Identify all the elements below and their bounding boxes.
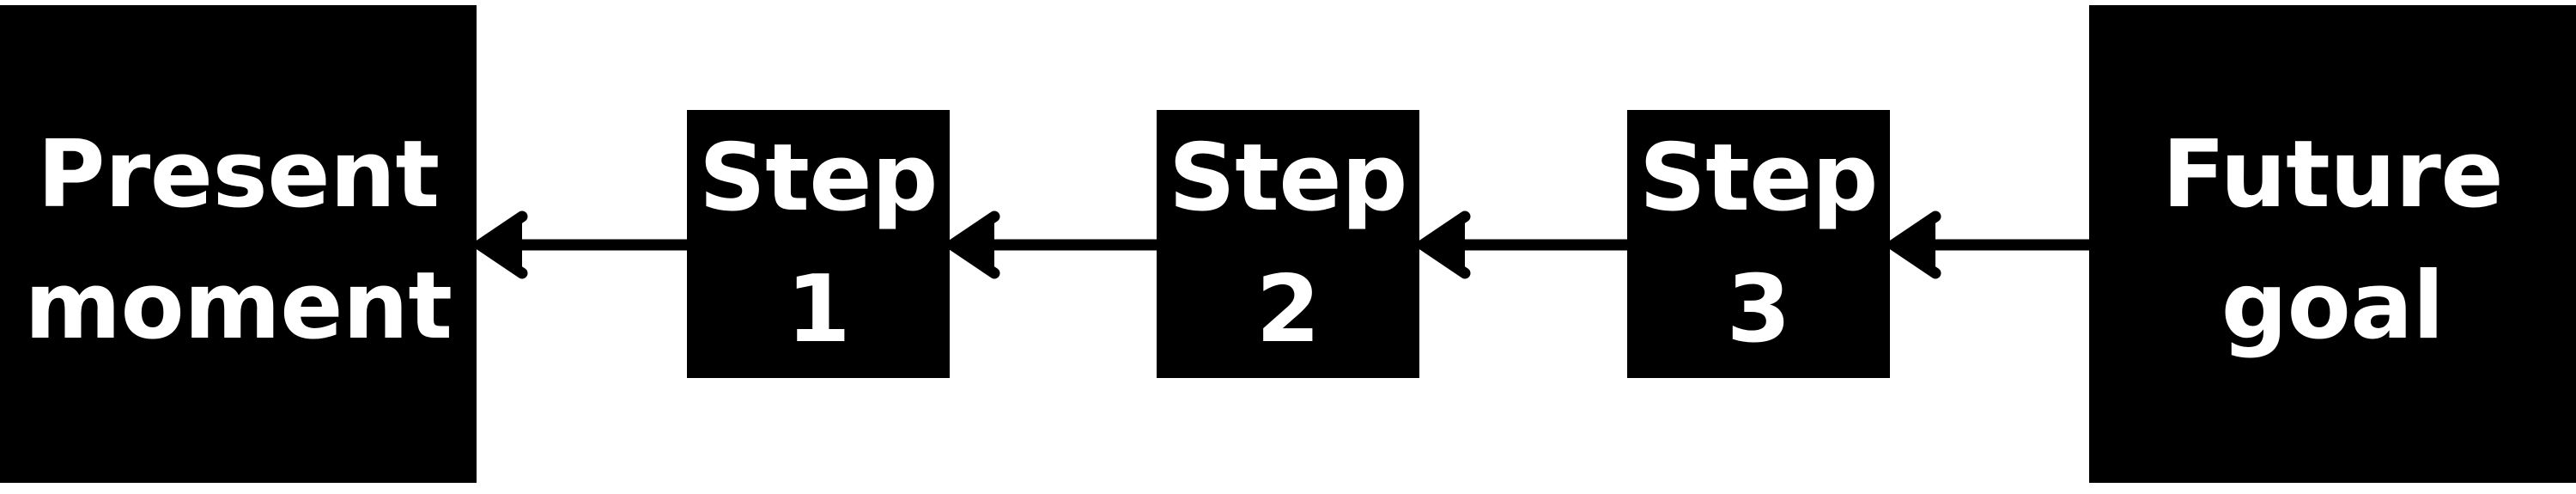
- node-present-moment[interactable]: Present moment: [0, 5, 477, 483]
- node-step-2-line2: 2: [1255, 256, 1321, 363]
- left-arrow-icon: [1887, 210, 2094, 279]
- node-step-3-line2: 3: [1726, 256, 1791, 363]
- left-arrow-icon: [946, 210, 1163, 279]
- left-arrow-icon: [1417, 210, 1634, 279]
- node-present-moment-line2: moment: [24, 253, 453, 360]
- left-arrow-icon: [474, 210, 696, 279]
- node-future-goal[interactable]: Future goal: [2089, 5, 2576, 483]
- node-step-3-line1: Step: [1639, 124, 1878, 232]
- arrow-step2-to-step1: [945, 206, 1163, 284]
- arrow-step1-to-present: [472, 206, 696, 284]
- node-future-goal-line2: goal: [2221, 253, 2445, 360]
- arrow-future-to-step3: [1886, 206, 2094, 284]
- arrow-step3-to-step2: [1415, 206, 1634, 284]
- node-step-1-line2: 1: [786, 256, 851, 363]
- node-step-3[interactable]: Step 3: [1627, 110, 1890, 378]
- node-step-2-line1: Step: [1169, 124, 1407, 232]
- node-step-1-line1: Step: [699, 124, 938, 232]
- node-present-moment-line1: Present: [37, 120, 440, 229]
- node-step-2[interactable]: Step 2: [1157, 110, 1419, 378]
- node-step-1[interactable]: Step 1: [687, 110, 950, 378]
- node-future-goal-line1: Future: [2161, 120, 2504, 229]
